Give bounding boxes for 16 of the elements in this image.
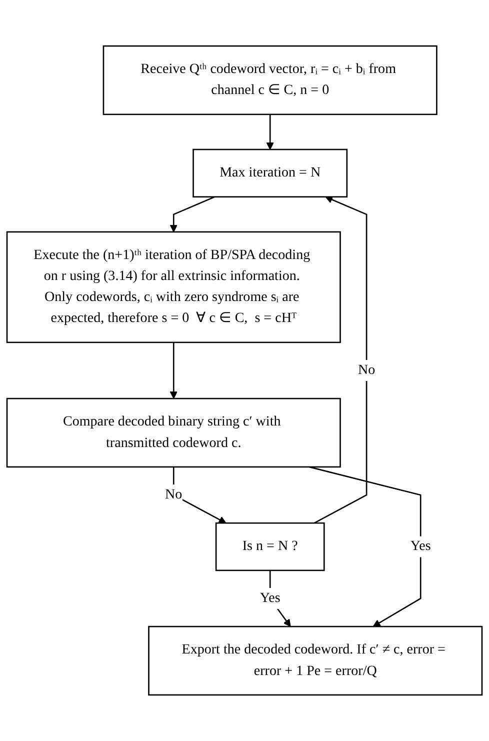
node-box: Receive Qᵗʰ codeword vector, rᵢ = cᵢ + bᵢ from channel c ∈ C, n = 0	[102, 45, 438, 116]
edge-label: Yes	[410, 538, 431, 554]
arrow	[266, 114, 274, 150]
arrow	[170, 196, 215, 232]
node-box: Execute the (n+1)ᵗʰ iteration of BP/SPA decoding on r using (3.14) for all extrinsic information. Only codewords, cᵢ with zero syndrome sᵢ are expected, therefore s = 0 ∀ c ∈ C, s = cHᵀ	[6, 231, 341, 344]
node-box: Compare decoded binary string c′ with transmitted codeword c.	[6, 398, 341, 468]
node-box: Export the decoded codeword. If c′ ≠ c, error = error + 1 Pe = error/Q	[148, 626, 483, 696]
arrow	[170, 342, 178, 399]
node-box: Is n = N ?	[215, 522, 325, 572]
node-box: Max iteration = N	[192, 148, 348, 198]
arrow	[314, 196, 368, 524]
arrow	[269, 570, 291, 627]
arrow	[309, 466, 422, 627]
edge-label: No	[358, 362, 376, 378]
edge-label: No	[165, 487, 182, 502]
edge-label: Yes	[260, 590, 280, 606]
